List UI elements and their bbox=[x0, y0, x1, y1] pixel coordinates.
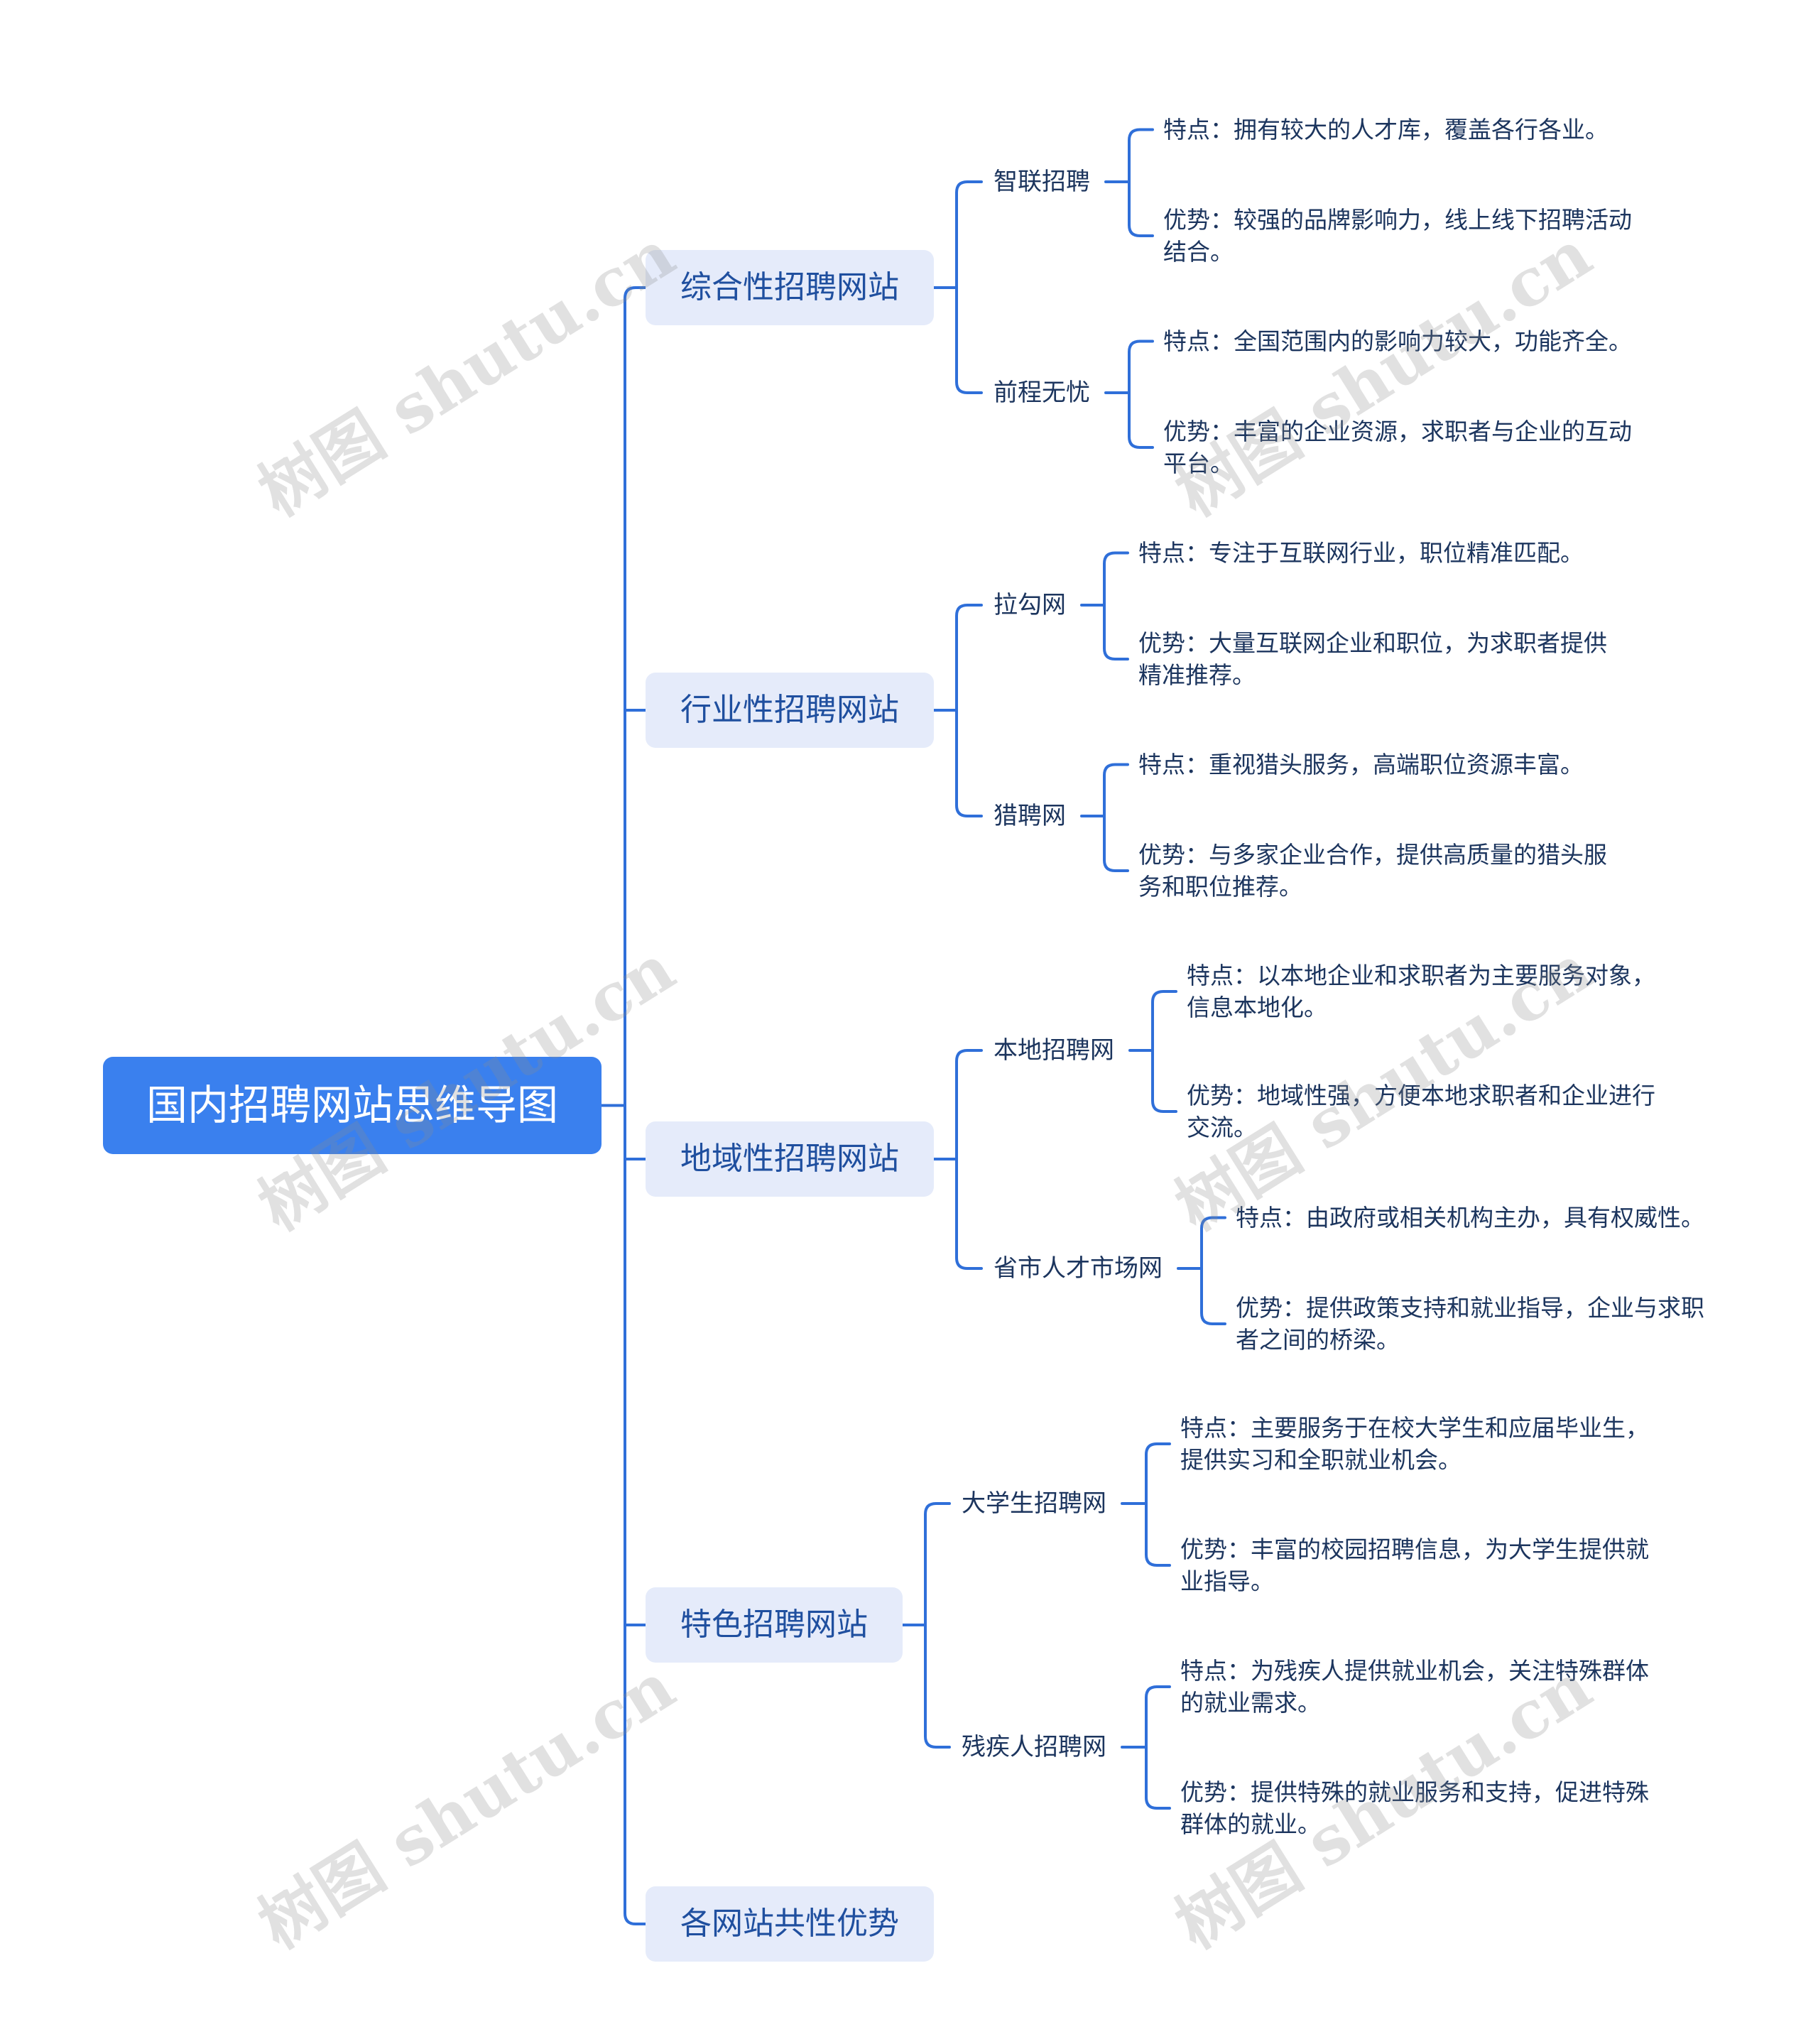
subtopic[interactable]: 本地招聘网 bbox=[994, 1036, 1114, 1065]
connector-line bbox=[955, 180, 983, 394]
detail-topic-advantage[interactable]: 优势：较强的品牌影响力，线上线下招聘活动结合。 bbox=[1163, 206, 1632, 266]
detail-topic-advantage[interactable]: 优势：提供特殊的就业服务和支持，促进特殊群体的就业。 bbox=[1180, 1778, 1649, 1838]
subtopic[interactable]: 大学生招聘网 bbox=[962, 1489, 1106, 1518]
detail-topic-advantage[interactable]: 优势：与多家企业合作，提供高质量的猎头服务和职位推荐。 bbox=[1138, 841, 1607, 901]
detail-topic-advantage[interactable]: 优势：大量互联网企业和职位，为求职者提供精准推荐。 bbox=[1138, 629, 1607, 689]
detail-topic-advantage[interactable]: 优势：丰富的校园招聘信息，为大学生提供就业指导。 bbox=[1180, 1535, 1649, 1595]
connector-line bbox=[1128, 339, 1154, 449]
subtopic[interactable]: 前程无忧 bbox=[994, 379, 1090, 407]
detail-topic-feature[interactable]: 特点：由政府或相关机构主办，具有权威性。 bbox=[1236, 1204, 1704, 1232]
branch-topic-common-advantages[interactable]: 各网站共性优势 bbox=[646, 1886, 934, 1962]
subtopic[interactable]: 省市人才市场网 bbox=[994, 1254, 1163, 1283]
connector-line bbox=[955, 1049, 983, 1270]
detail-topic-advantage[interactable]: 优势：丰富的企业资源，求职者与企业的互动平台。 bbox=[1163, 418, 1632, 477]
branch-topic-industry[interactable]: 行业性招聘网站 bbox=[646, 673, 934, 748]
connector-line bbox=[1151, 990, 1177, 1113]
subtopic[interactable]: 残疾人招聘网 bbox=[962, 1733, 1106, 1761]
connector-line bbox=[1145, 1442, 1171, 1567]
subtopic[interactable]: 猎聘网 bbox=[994, 802, 1066, 830]
connector-line bbox=[1145, 1685, 1171, 1810]
connector-line bbox=[1103, 763, 1129, 872]
central-topic[interactable]: 国内招聘网站思维导图 bbox=[103, 1057, 602, 1154]
connector-line bbox=[1128, 128, 1154, 237]
detail-topic-advantage[interactable]: 优势：提供政策支持和就业指导，企业与求职者之间的桥梁。 bbox=[1236, 1294, 1704, 1354]
connector-line bbox=[924, 1502, 951, 1749]
subtopic[interactable]: 智联招聘 bbox=[994, 168, 1090, 196]
detail-topic-feature[interactable]: 特点：全国范围内的影响力较大，功能齐全。 bbox=[1163, 327, 1632, 355]
branch-topic-specialty[interactable]: 特色招聘网站 bbox=[646, 1587, 903, 1663]
connector-line bbox=[955, 604, 983, 817]
connector-line bbox=[1103, 551, 1129, 661]
detail-topic-advantage[interactable]: 优势：地域性强，方便本地求职者和企业进行交流。 bbox=[1187, 1082, 1655, 1141]
connector-line bbox=[624, 286, 647, 1925]
branch-topic-comprehensive[interactable]: 综合性招聘网站 bbox=[646, 250, 934, 325]
subtopic[interactable]: 拉勾网 bbox=[994, 591, 1066, 619]
detail-topic-feature[interactable]: 特点：拥有较大的人才库，覆盖各行各业。 bbox=[1163, 116, 1609, 143]
connector-line bbox=[1200, 1216, 1226, 1325]
detail-topic-feature[interactable]: 特点：以本地企业和求职者为主要服务对象，信息本地化。 bbox=[1187, 962, 1655, 1021]
detail-topic-feature[interactable]: 特点：主要服务于在校大学生和应届毕业生，提供实习和全职就业机会。 bbox=[1180, 1414, 1649, 1474]
branch-topic-regional[interactable]: 地域性招聘网站 bbox=[646, 1121, 934, 1197]
detail-topic-feature[interactable]: 特点：为残疾人提供就业机会，关注特殊群体的就业需求。 bbox=[1180, 1657, 1649, 1717]
detail-topic-feature[interactable]: 特点：重视猎头服务，高端职位资源丰富。 bbox=[1138, 751, 1584, 778]
detail-topic-feature[interactable]: 特点：专注于互联网行业，职位精准匹配。 bbox=[1138, 539, 1584, 567]
